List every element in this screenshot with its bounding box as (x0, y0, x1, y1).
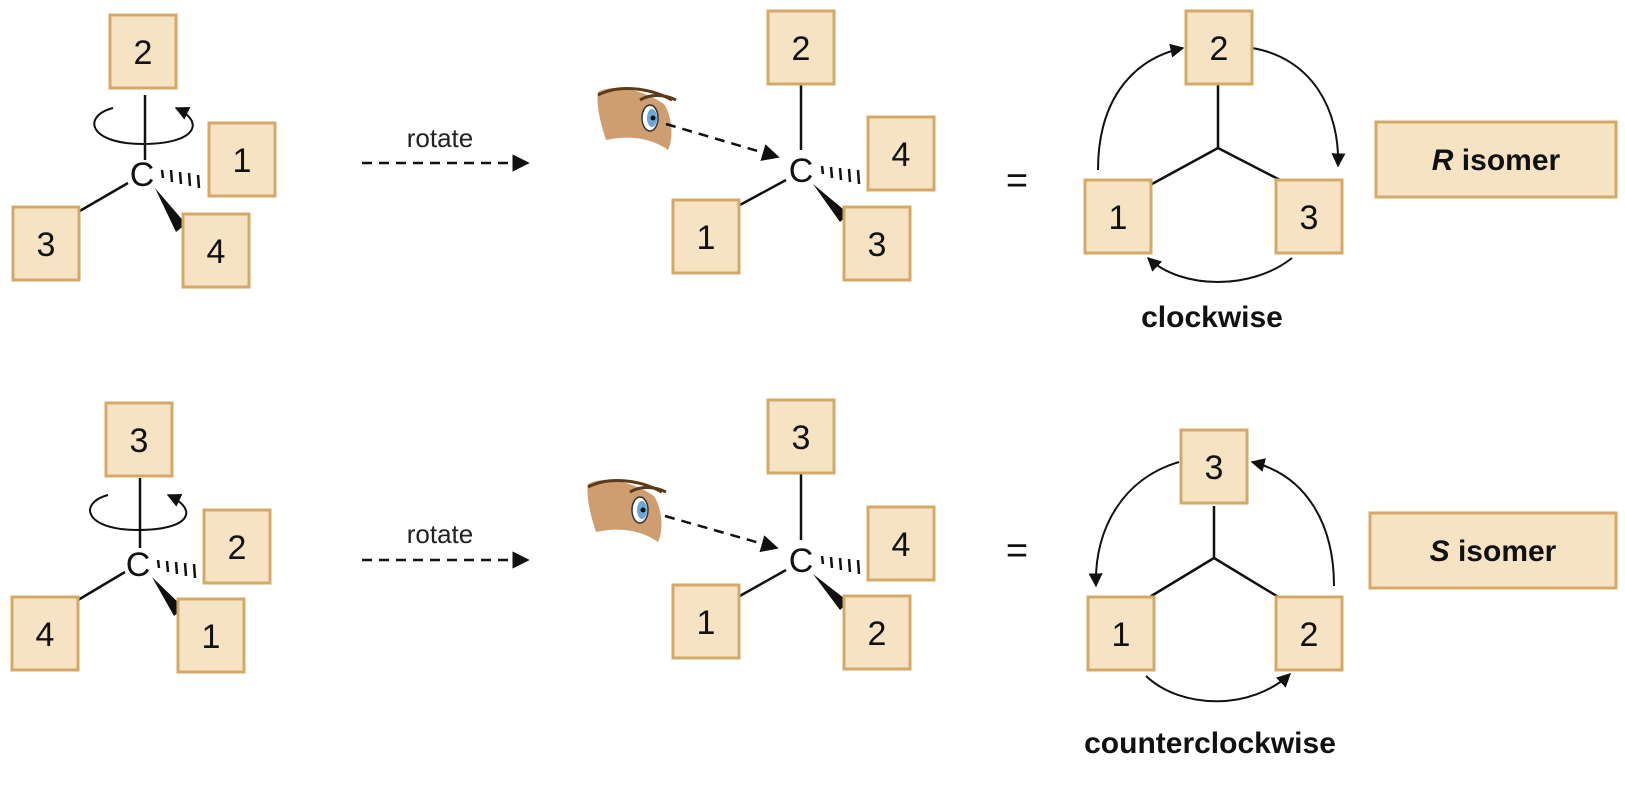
substituent-label: 2 (1210, 30, 1229, 68)
priority-cycle-r: 2 1 3 (1083, 9, 1346, 283)
substituent-box (1184, 9, 1254, 86)
eye-icon (597, 87, 677, 150)
substituent-box (10, 595, 80, 672)
isomer-label: R isomer (1432, 144, 1561, 177)
substituent-box (671, 583, 741, 660)
substituent-label: 2 (228, 529, 247, 567)
eye-icon (587, 479, 667, 542)
rotation-arrow (93, 106, 194, 146)
substituent-label: 2 (1300, 616, 1319, 654)
row-s: 3 C 2 4 1 rotate (10, 398, 1618, 760)
equals-sign: = (1006, 530, 1028, 572)
row-r: 2 C 1 3 4 rotate (11, 9, 1618, 334)
hashed-bond (160, 169, 201, 189)
wedge-bond (813, 574, 849, 610)
rotate-label: rotate (407, 519, 474, 549)
direction-label: counterclockwise (1084, 727, 1336, 760)
substituent-label: 2 (868, 615, 887, 653)
hashed-bond (820, 165, 861, 185)
substituent-box (866, 115, 936, 192)
substituent-box (1086, 595, 1156, 672)
carbon-atom: C (789, 542, 814, 580)
substituent-box (176, 597, 246, 674)
substituent-box (766, 9, 836, 86)
carbon-atom: C (126, 546, 151, 584)
substituent-box (181, 212, 251, 289)
substituent-box (842, 594, 912, 671)
substituent-box (11, 205, 81, 282)
substituent-box (207, 121, 277, 198)
substituent-label: 4 (207, 233, 226, 271)
substituent-box (671, 198, 741, 275)
wedge-bond (152, 577, 184, 616)
rotated-molecule-r: 2 C 4 1 3 (671, 9, 936, 282)
rotate-label: rotate (407, 123, 474, 153)
equals-sign: = (1006, 160, 1028, 202)
substituent-label: 3 (1300, 199, 1319, 237)
hashed-bond (820, 555, 861, 575)
substituent-label: 1 (233, 142, 252, 180)
substituent-label: 3 (1205, 449, 1224, 487)
rotated-molecule-s: 3 C 4 1 2 (671, 398, 936, 671)
substituent-label: 3 (868, 226, 887, 264)
substituent-box (104, 401, 174, 478)
carbon-atom: C (130, 156, 155, 194)
isomer-box (1368, 511, 1618, 590)
rotation-arrow (89, 494, 188, 532)
view-arrow (665, 122, 780, 161)
isomer-text: isomer (1450, 535, 1557, 568)
substituent-label: 2 (792, 30, 811, 68)
substituent-label: 1 (697, 604, 716, 642)
isomer-text: isomer (1453, 144, 1560, 177)
isomer-letter: S (1430, 535, 1450, 568)
start-molecule-r: 2 C 1 3 4 (11, 13, 277, 289)
substituent-label: 1 (202, 618, 221, 656)
priority-cycle-s: 3 1 2 (1086, 428, 1344, 703)
substituent-label: 1 (697, 219, 716, 257)
isomer-label: S isomer (1430, 535, 1557, 568)
substituent-label: 4 (892, 136, 911, 174)
wedge-bond (155, 188, 186, 232)
direction-label: clockwise (1141, 301, 1283, 334)
substituent-box (202, 508, 272, 585)
substituent-box (1179, 428, 1249, 505)
isomer-box (1374, 120, 1618, 199)
substituent-box (766, 398, 836, 475)
isomer-letter: R (1432, 144, 1454, 177)
substituent-box (1083, 178, 1153, 255)
substituent-box (108, 13, 178, 90)
substituent-label: 3 (130, 422, 149, 460)
substituent-label: 2 (134, 34, 153, 72)
substituent-label: 1 (1109, 199, 1128, 237)
wedge-bond (813, 184, 849, 222)
substituent-label: 4 (892, 526, 911, 564)
view-arrow (664, 514, 779, 553)
substituent-label: 4 (36, 616, 55, 654)
carbon-atom: C (789, 152, 814, 190)
substituent-label: 1 (1112, 616, 1131, 654)
substituent-box (1274, 595, 1344, 672)
substituent-box (842, 205, 912, 282)
substituent-box (1274, 178, 1344, 255)
start-molecule-s: 3 C 2 4 1 (10, 401, 272, 674)
substituent-box (866, 505, 936, 582)
hashed-bond (156, 559, 197, 579)
substituent-label: 3 (37, 226, 56, 264)
substituent-label: 3 (792, 419, 811, 457)
